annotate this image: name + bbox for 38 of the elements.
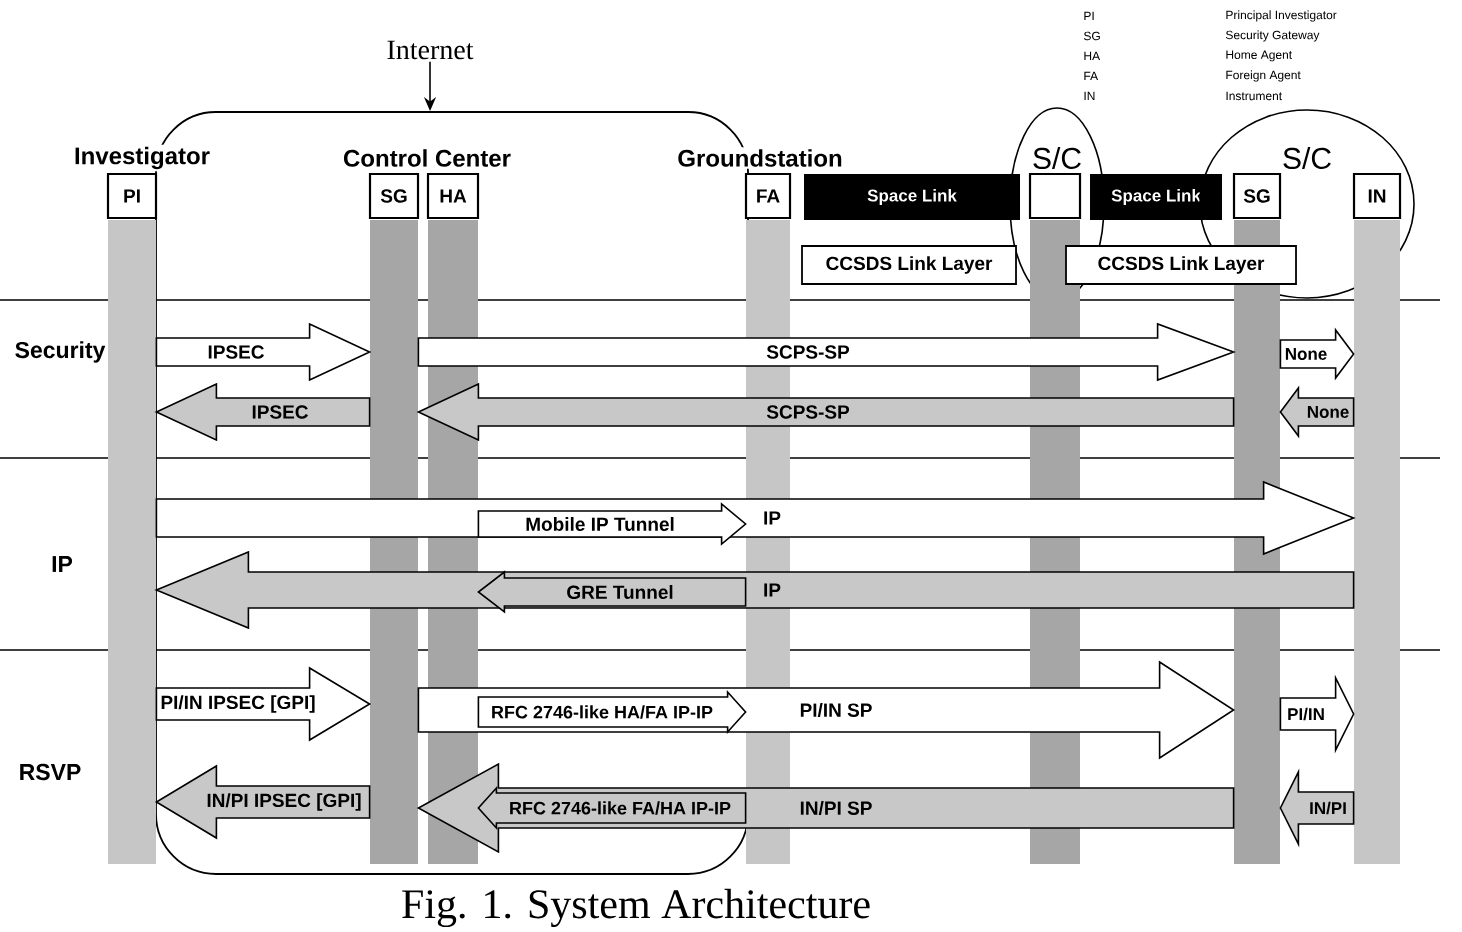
endpoint-box: SG [1232, 172, 1282, 220]
edge-label: PI/IN IPSEC [GPI] [159, 694, 317, 714]
endpoint-box: SG [368, 172, 420, 220]
edge-label: IP [762, 582, 782, 598]
edge-label: None [1305, 405, 1351, 419]
endpoint-box: PI [106, 172, 158, 220]
layer-box: CCSDS Link Layer [1065, 245, 1297, 285]
row-label: RSVP [20, 763, 81, 781]
edge-label: IN/PI IPSEC [GPI] [205, 792, 363, 812]
link-box: Space Link [804, 174, 1020, 220]
edge-label: IPSEC [250, 404, 310, 420]
row-label: IP [52, 556, 73, 572]
edge-label: SCPS-SP [765, 344, 851, 360]
edge-label: GRE Tunnel [565, 584, 675, 600]
endpoint-box: FA [744, 172, 792, 220]
edge-label: Mobile IP Tunnel [524, 516, 676, 532]
layer-box: CCSDS Link Layer [801, 245, 1017, 285]
station-label: Investigator [72, 144, 212, 172]
edge-label: RFC 2746-like HA/FA IP-IP [489, 704, 715, 720]
endpoint-box: HA [426, 172, 480, 220]
station-label: Groundstation [675, 147, 845, 169]
edge-label: IPSEC [206, 344, 266, 360]
endpoint-box: IN [1352, 172, 1402, 220]
block-arrow [416, 382, 1235, 442]
block-arrow [155, 322, 372, 382]
block-arrow [154, 382, 371, 442]
region-label: Internet [387, 40, 474, 60]
block-arrow [417, 322, 1236, 382]
endpoint-box [1028, 172, 1082, 220]
edge-label: None [1283, 347, 1329, 361]
figure-caption: Fig. 1. System Architecture [402, 888, 870, 928]
lifeline-bar [1354, 220, 1400, 864]
lifeline-bar [108, 220, 156, 864]
edge-label: SCPS-SP [765, 404, 851, 420]
station-label: Control Center [341, 147, 513, 169]
link-box: Space Link [1090, 174, 1222, 220]
edge-label: IP [762, 510, 782, 526]
edge-label: RFC 2746-like FA/HA IP-IP [508, 800, 733, 816]
